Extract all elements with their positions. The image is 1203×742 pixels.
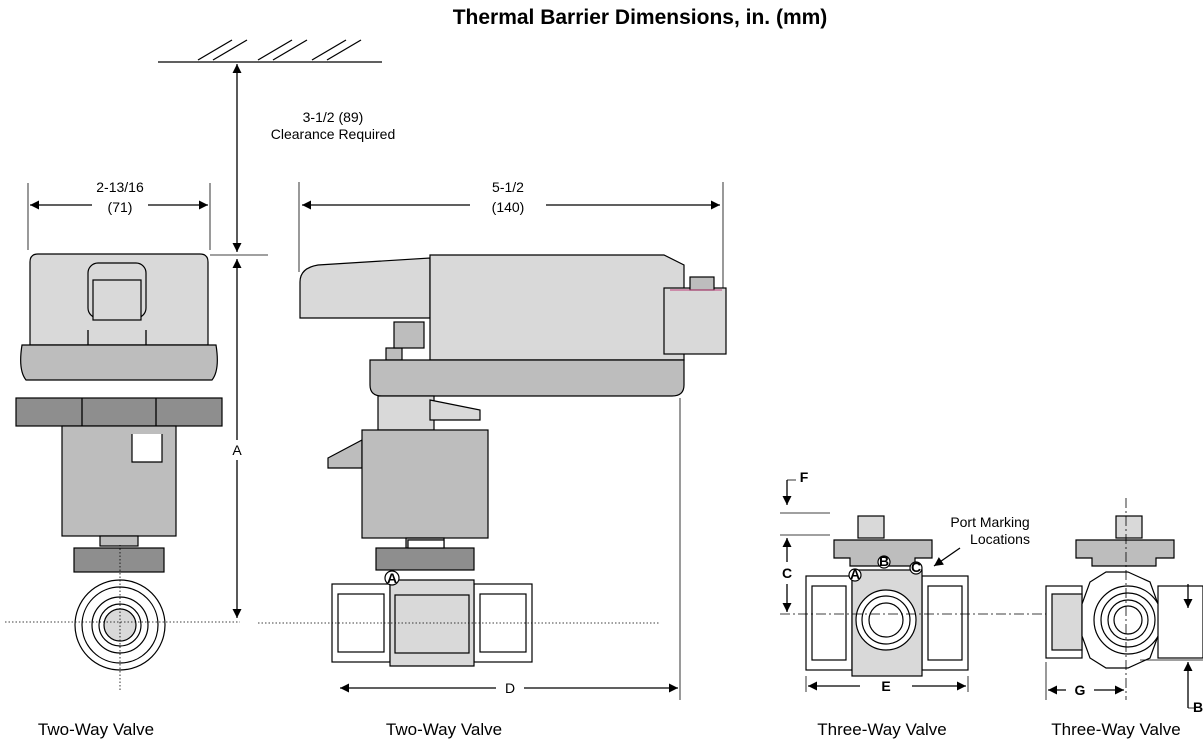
two-way-valve-side — [299, 254, 727, 667]
port-marking-line2: Locations — [970, 531, 1030, 547]
ceiling-hatch — [158, 39, 382, 63]
diagram-title: Thermal Barrier Dimensions, in. (mm) — [452, 6, 828, 29]
dimension-d-label: D — [505, 680, 515, 696]
dimension-e-label: E — [881, 678, 890, 694]
dimension-g-label: G — [1075, 682, 1086, 698]
length-inches: 5-1/2 — [492, 179, 524, 195]
two-way-valve-front — [15, 253, 223, 671]
caption-two-way-front: Two-Way Valve — [38, 720, 154, 739]
port-label-b: B — [879, 553, 889, 569]
port-marking-leader — [933, 547, 961, 567]
port-label-a: A — [850, 566, 860, 582]
dimension-a-label: A — [232, 442, 242, 458]
caption-three-way-front: Three-Way Valve — [817, 720, 946, 739]
caption-two-way-side: Two-Way Valve — [386, 720, 502, 739]
three-way-valve-side — [1045, 515, 1203, 669]
port-label-c: C — [911, 559, 921, 575]
width-inches: 2-13/16 — [96, 179, 144, 195]
port-marking-line1: Port Marking — [950, 514, 1029, 530]
length-mm: (140) — [492, 199, 525, 215]
caption-three-way-side: Three-Way Valve — [1051, 720, 1180, 739]
three-way-valve-front — [805, 515, 969, 677]
dimension-b-label: B — [1193, 699, 1203, 715]
port-label-a-side: A — [387, 570, 397, 586]
clearance-note: Clearance Required — [271, 126, 396, 142]
dimension-f-label: F — [800, 469, 809, 485]
dimension-c-label: C — [782, 565, 792, 581]
clearance-value: 3-1/2 (89) — [303, 109, 364, 125]
width-mm: (71) — [108, 199, 133, 215]
